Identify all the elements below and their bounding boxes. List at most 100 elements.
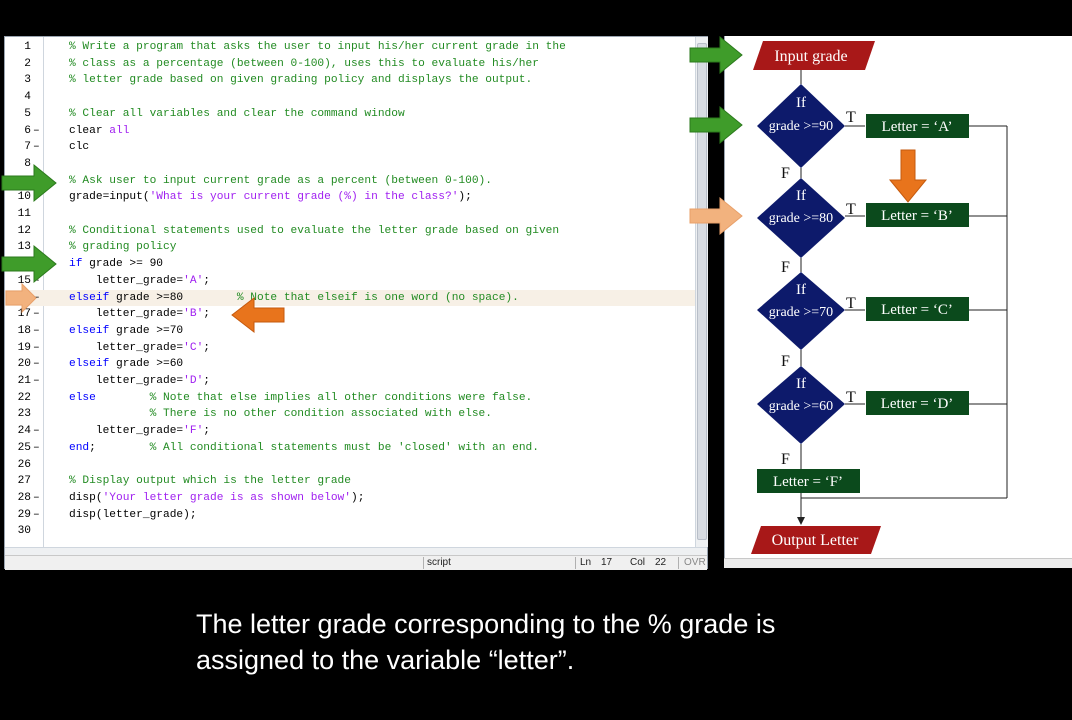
code-line[interactable]: 28–disp('Your letter grade is as shown b…: [5, 490, 695, 507]
code-line[interactable]: 23 % There is no other condition associa…: [5, 406, 695, 423]
line-number: 19: [17, 341, 31, 354]
code-token: % All conditional statements must be 'cl…: [149, 441, 539, 454]
breakpoint-marker[interactable]: –: [33, 358, 40, 371]
breakpoint-marker[interactable]: –: [33, 291, 40, 304]
breakpoint-marker[interactable]: –: [33, 141, 40, 154]
code-token: % class as a percentage (between 0-100),…: [69, 57, 539, 70]
code-token: all: [109, 124, 130, 137]
decision-70: [757, 272, 845, 350]
code-line[interactable]: 25–end; % All conditional statements mus…: [5, 440, 695, 457]
code-text: grade=input('What is your current grade …: [69, 189, 472, 206]
line-number: 20: [17, 358, 31, 371]
line-number: 4: [24, 91, 31, 104]
letter-b-box: [866, 203, 969, 227]
status-mode: script: [427, 557, 451, 568]
status-separator: [678, 557, 679, 569]
code-line[interactable]: 20–elseif grade >=60: [5, 356, 695, 373]
code-line[interactable]: 17– letter_grade='B';: [5, 306, 695, 323]
line-number: 2: [24, 57, 31, 70]
decision-80: [757, 178, 845, 258]
breakpoint-marker[interactable]: –: [33, 425, 40, 438]
false-label: F: [781, 451, 790, 468]
code-token: ;: [89, 441, 150, 454]
false-label: F: [781, 259, 790, 276]
code-line[interactable]: 21– letter_grade='D';: [5, 373, 695, 390]
breakpoint-marker[interactable]: –: [33, 124, 40, 137]
line-number: 23: [17, 408, 31, 421]
code-token: % Clear all variables and clear the comm…: [69, 107, 405, 120]
code-line[interactable]: 19– letter_grade='C';: [5, 340, 695, 357]
breakpoint-marker[interactable]: –: [33, 491, 40, 504]
code-token: % Conditional statements used to evaluat…: [69, 224, 560, 237]
breakpoint-marker[interactable]: –: [33, 341, 40, 354]
breakpoint-marker[interactable]: –: [33, 274, 40, 287]
horizontal-scrollbar[interactable]: [5, 547, 707, 556]
breakpoint-marker[interactable]: –: [33, 508, 40, 521]
code-token: 'A': [183, 274, 204, 287]
code-line[interactable]: 8: [5, 156, 695, 173]
flowchart: Input grade If grade >=90 T Letter = ‘A’…: [751, 41, 1008, 554]
code-token: % There is no other condition associated…: [149, 408, 492, 421]
code-token: grade >=70: [109, 324, 184, 337]
code-line[interactable]: 30: [5, 523, 695, 540]
breakpoint-marker[interactable]: –: [33, 375, 40, 387]
code-line[interactable]: 24– letter_grade='F';: [5, 423, 695, 440]
code-text: % class as a percentage (between 0-100),…: [69, 56, 539, 73]
code-token: ;: [203, 274, 211, 287]
vertical-scrollbar-thumb[interactable]: [697, 43, 707, 540]
breakpoint-marker[interactable]: –: [33, 324, 40, 337]
code-line[interactable]: 2 % class as a percentage (between 0-100)…: [5, 56, 695, 73]
code-line[interactable]: 29–disp(letter_grade);: [5, 507, 695, 524]
code-line[interactable]: 9% Ask user to input current grade as a …: [5, 173, 695, 190]
code-text: % There is no other condition associated…: [69, 406, 492, 423]
code-token: );: [458, 191, 472, 204]
breakpoint-marker[interactable]: –: [33, 191, 40, 204]
code-text: else % Note that else implies all other …: [69, 390, 532, 407]
code-area[interactable]: 1% Write a program that asks the user to…: [5, 37, 695, 547]
line-number: 12: [17, 224, 31, 237]
code-line[interactable]: 27% Display output which is the letter g…: [5, 473, 695, 490]
code-line[interactable]: 18–elseif grade >=70: [5, 323, 695, 340]
breakpoint-marker[interactable]: –: [33, 258, 40, 271]
false-label: F: [781, 165, 790, 182]
code-token: % Write a program that asks the user to …: [69, 41, 566, 53]
code-line[interactable]: 12 % Conditional statements used to evalu…: [5, 223, 695, 240]
code-line[interactable]: 1% Write a program that asks the user to…: [5, 39, 695, 56]
breakpoint-marker[interactable]: –: [33, 441, 40, 454]
letter-f-box: [757, 469, 860, 493]
code-token: letter_grade=: [69, 341, 184, 354]
code-line[interactable]: 11: [5, 206, 695, 223]
code-line[interactable]: 3% letter grade based on given grading p…: [5, 72, 695, 89]
decision-80-cond: grade >=80: [769, 211, 833, 226]
line-number: 5: [24, 107, 31, 120]
code-token: % grading policy: [69, 241, 177, 254]
status-ovr: OVR: [684, 557, 706, 568]
decision-90-if: If: [796, 95, 806, 111]
code-token: % Ask user to input current grade as a p…: [69, 174, 492, 187]
code-token: elseif: [69, 358, 110, 371]
breakpoint-marker[interactable]: –: [33, 308, 40, 321]
code-line[interactable]: 26: [5, 457, 695, 474]
code-line[interactable]: 10–grade=input('What is your current gra…: [5, 189, 695, 206]
decision-60-cond: grade >=60: [769, 399, 833, 414]
code-text: clear all: [69, 123, 129, 140]
code-token: ;: [203, 308, 211, 321]
status-separator: [575, 557, 576, 569]
line-number: 17: [17, 308, 31, 321]
code-text: letter_grade='D';: [69, 373, 210, 390]
line-number: 28: [17, 491, 31, 504]
code-token: ;: [203, 375, 211, 387]
code-text: elseif grade >=80 % Note that elseif is …: [69, 290, 519, 307]
code-line[interactable]: 14–if grade >= 90: [5, 256, 695, 273]
code-line[interactable]: 16–elseif grade >=80 % Note that elseif …: [5, 289, 695, 307]
line-number: 18: [17, 324, 31, 337]
code-line[interactable]: 6–clear all: [5, 123, 695, 140]
code-token: clc: [69, 141, 90, 154]
code-line[interactable]: 15– letter_grade='A';: [5, 273, 695, 290]
code-line[interactable]: 7–clc: [5, 139, 695, 156]
code-line[interactable]: 13% grading policy: [5, 239, 695, 256]
code-editor[interactable]: 1% Write a program that asks the user to…: [4, 36, 708, 570]
code-line[interactable]: 4: [5, 89, 695, 106]
code-line[interactable]: 5 % Clear all variables and clear the com…: [5, 106, 695, 123]
